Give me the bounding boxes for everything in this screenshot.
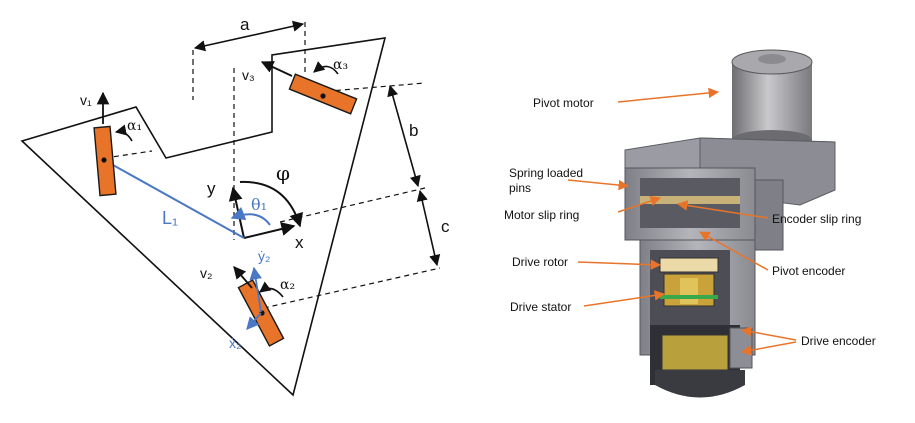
green-strip — [660, 295, 718, 299]
wheel-3 — [288, 73, 358, 115]
kinematic-diagram: a b c x y φ L₁ θ₁ v₁ α₁ v₃ — [20, 15, 450, 397]
slip-ring-band — [640, 196, 740, 204]
stator-core — [680, 278, 698, 304]
y2dot-label: ẏ₂ — [258, 248, 270, 264]
dimension-b-arrow — [387, 84, 421, 188]
dimension-c-label: c — [441, 217, 450, 236]
dimension-a-label: a — [240, 15, 250, 34]
callout-drive-rotor: Drive rotor — [512, 255, 568, 269]
link-l1-label: L₁ — [162, 208, 178, 228]
side-gear — [754, 179, 784, 251]
callout-spring-loaded-pins-line2: pins — [509, 181, 531, 195]
construction-lines — [104, 22, 441, 311]
theta1-label: θ₁ — [251, 195, 267, 214]
dimension-c-arrow — [416, 189, 441, 267]
wheel-winding — [661, 334, 729, 371]
phi-label: φ — [276, 161, 290, 185]
lower-side-block — [729, 327, 753, 369]
v2-label: v₂ — [200, 265, 212, 281]
callout-spring-loaded-pins-line1: Spring loaded — [509, 166, 583, 180]
x2dot-label: ẋ₂ — [229, 335, 241, 351]
callout-arrows — [567, 87, 797, 356]
x2dot-arrow — [246, 312, 262, 330]
callout-drive-stator: Drive stator — [510, 300, 571, 314]
x-axis-label: x — [295, 233, 304, 252]
chassis-outline — [20, 37, 387, 397]
y-axis-label: y — [207, 179, 216, 198]
drive-rotor-part — [659, 257, 719, 273]
wheel-tire — [655, 370, 745, 398]
v3-label: v₃ — [242, 67, 255, 83]
alpha3-label: α₃ — [333, 57, 348, 73]
v2-arrow — [233, 266, 253, 289]
alpha1-arc — [114, 124, 133, 142]
callout-drive-encoder: Drive encoder — [801, 334, 876, 348]
callout-pivot-motor: Pivot motor — [533, 96, 594, 110]
y2dot-arrow — [249, 266, 263, 313]
dimension-a-arrow — [193, 20, 305, 52]
alpha2-label: α₂ — [280, 277, 295, 293]
v3-arrow — [260, 61, 293, 77]
callout-encoder-slip-ring: Encoder slip ring — [772, 212, 861, 226]
wheel-1 — [93, 125, 117, 197]
alpha1-label: α₁ — [127, 118, 142, 134]
callout-pivot-encoder: Pivot encoder — [772, 264, 845, 278]
pivot-motor-body — [731, 49, 813, 150]
swerve-module-illustration — [624, 49, 836, 398]
link-l1 — [103, 159, 245, 239]
theta1-arc — [230, 206, 271, 226]
alpha2-arc — [259, 281, 284, 298]
x-axis-arrow — [243, 222, 296, 239]
alpha3-arc — [313, 61, 339, 75]
callout-motor-slip-ring: Motor slip ring — [504, 208, 579, 222]
v1-label: v₁ — [80, 92, 92, 108]
dimension-b-label: b — [409, 121, 418, 140]
y-axis-arrow — [228, 186, 245, 239]
phi-arc — [239, 180, 304, 228]
